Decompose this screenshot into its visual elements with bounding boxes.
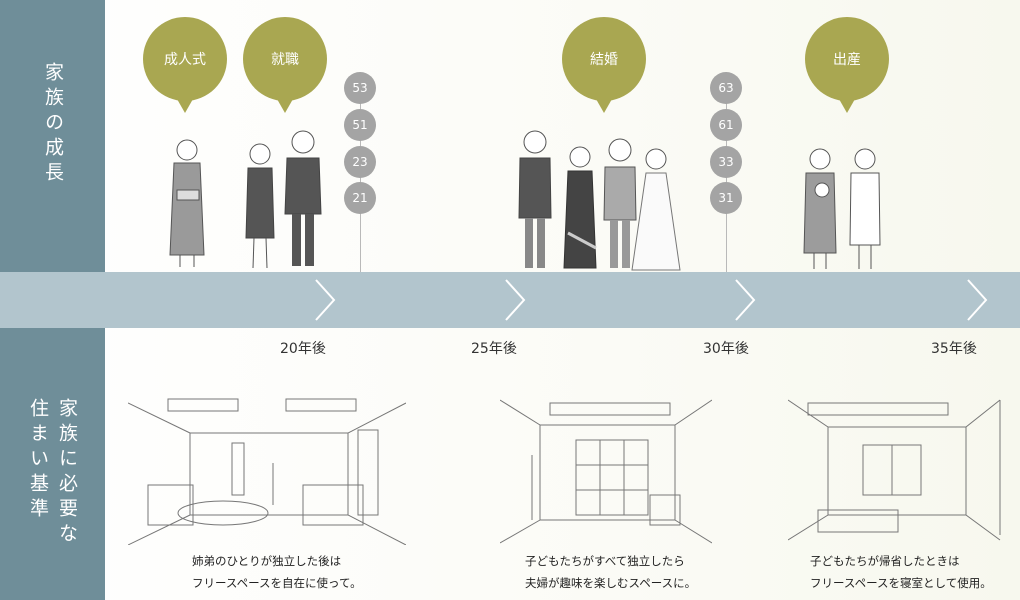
age-badge: 61	[710, 109, 742, 141]
caption-line: 子どもたちがすべて独立したら	[525, 550, 696, 572]
sidebar-housing-standard: 家族に必要な 住まい基準	[0, 328, 105, 600]
age-badge: 51	[344, 109, 376, 141]
caption-line: フリースペースを自在に使って。	[192, 572, 362, 594]
caption-scene-1: 姉弟のひとりが独立した後は フリースペースを自在に使って。	[192, 550, 362, 594]
caption-line: 姉弟のひとりが独立した後は	[192, 550, 362, 572]
suit-woman-figure	[240, 140, 280, 272]
age-badge: 21	[344, 182, 376, 214]
event-bubble: 成人式	[143, 17, 227, 101]
grandmother-figure	[844, 145, 886, 272]
age-badge: 53	[344, 72, 376, 104]
year-label: 25年後	[471, 338, 517, 358]
room-illustration-hobby	[500, 385, 712, 545]
label-needed: 家族に必要な	[54, 398, 80, 548]
caption-line: 子どもたちが帰省したときは	[810, 550, 992, 572]
age-badge: 63	[710, 72, 742, 104]
event-bubble: 結婚	[562, 17, 646, 101]
label-family-growth: 家族の成長	[40, 62, 66, 187]
caption-line: 夫婦が趣味を楽しむスペースに。	[525, 572, 696, 594]
chevron-icon	[730, 272, 760, 328]
bride-figure	[628, 145, 684, 272]
caption-scene-2: 子どもたちがすべて独立したら 夫婦が趣味を楽しむスペースに。	[525, 550, 696, 594]
chevron-icon	[500, 272, 530, 328]
sidebar-family-growth: 家族の成長	[0, 0, 105, 272]
caption-scene-3: 子どもたちが帰省したときは フリースペースを寝室として使用。	[810, 550, 992, 594]
kimono-woman-figure	[160, 135, 216, 273]
year-label: 30年後	[703, 338, 749, 358]
caption-line: フリースペースを寝室として使用。	[810, 572, 992, 594]
year-label: 20年後	[280, 338, 326, 358]
mother-figure	[560, 143, 600, 272]
age-badge: 23	[344, 146, 376, 178]
chevron-icon	[310, 272, 340, 328]
age-column: 53 51 23 21	[344, 72, 378, 272]
room-illustration-bedroom	[788, 385, 1010, 545]
chevron-icon	[962, 272, 992, 328]
event-bubble: 就職	[243, 17, 327, 101]
event-bubble: 出産	[805, 17, 889, 101]
room-illustration-living	[128, 385, 406, 545]
age-badge: 33	[710, 146, 742, 178]
year-label: 35年後	[931, 338, 977, 358]
suit-man-figure	[280, 128, 326, 272]
label-housing-standard: 住まい基準	[25, 398, 51, 523]
father-figure	[515, 128, 555, 272]
age-badge: 31	[710, 182, 742, 214]
age-column: 63 61 33 31	[710, 72, 744, 272]
mother-with-baby-figure	[800, 145, 842, 272]
